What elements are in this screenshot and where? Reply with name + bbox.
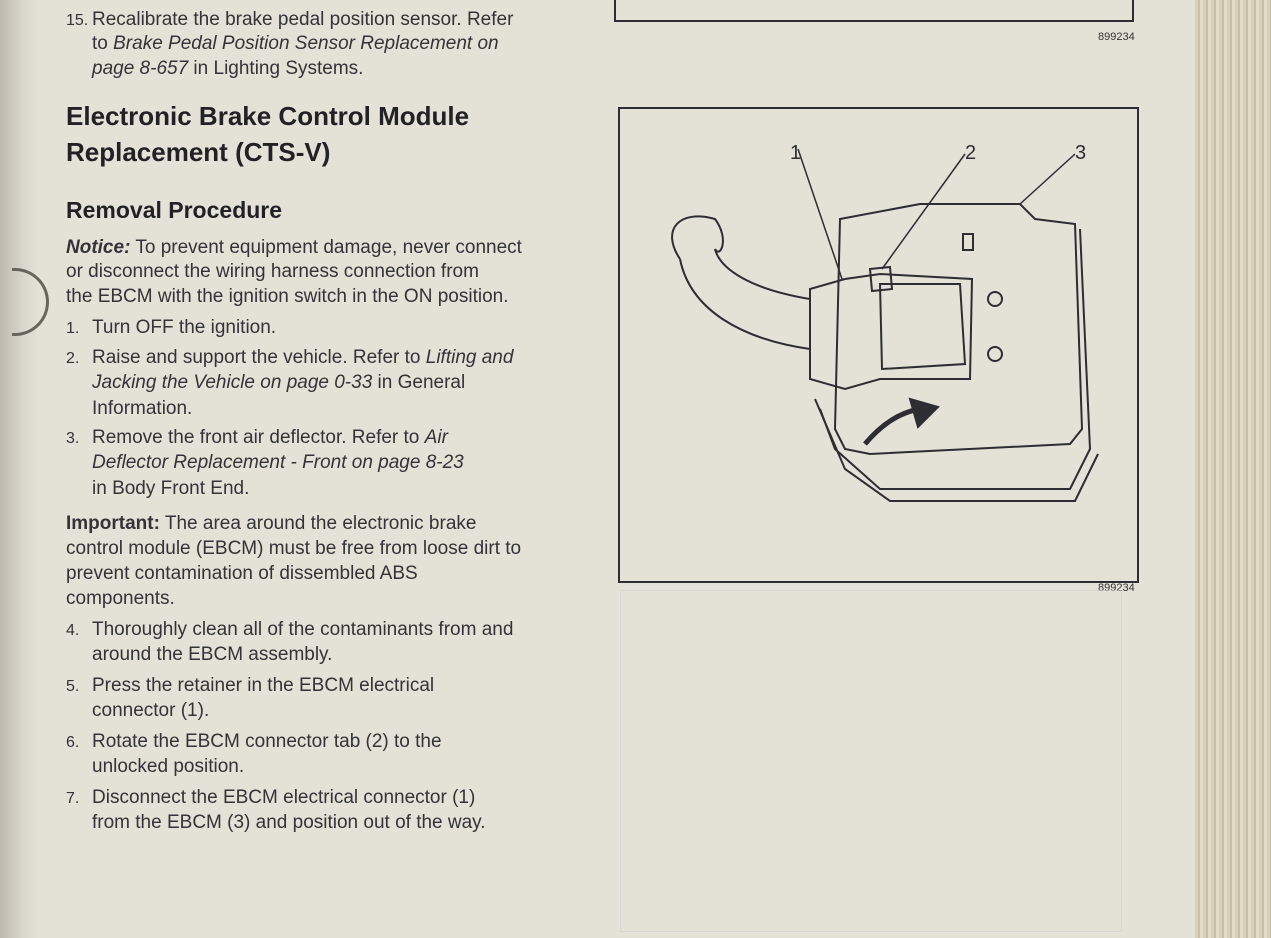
section-title: Electronic Brake Control Module [66,101,470,131]
rotate-arrow [863,406,921,446]
step-1: 1.Turn OFF the ignition. [66,317,277,338]
bleed-through-figure [620,590,1122,932]
callout-3: 3 [1075,142,1086,164]
page-gutter [0,0,38,938]
step-2: 2.Raise and support the vehicle. Refer t… [66,347,514,368]
step-5: 5.Press the retainer in the EBCM electri… [66,675,435,696]
step-4: 4.Thoroughly clean all of the contaminan… [66,619,514,640]
figure-ebcm: 1 2 3 [618,107,1139,583]
step-15: 15.Recalibrate the brake pedal position … [66,9,514,30]
figure-id: 899234 [1098,582,1135,594]
callout-1: 1 [790,142,801,164]
electrical-connector [809,272,974,391]
step-7: 7.Disconnect the EBCM electrical connect… [66,787,476,808]
figure-previous [614,0,1134,22]
important: Important: The area around the electroni… [66,513,477,534]
wiring-harness [679,248,811,350]
ebcm-illustration: 1 2 3 [671,142,1099,502]
section-title-line2: Replacement (CTS-V) [66,137,331,167]
page-stack-edge [1195,0,1271,938]
binder-ring [12,268,49,336]
subheading: Removal Procedure [66,197,283,223]
notice: Notice: To prevent equipment damage, nev… [66,237,522,258]
step-3: 3.Remove the front air deflector. Refer … [66,427,448,448]
step-6: 6.Rotate the EBCM connector tab (2) to t… [66,731,442,752]
figure-id: 899234 [1098,31,1135,43]
ebcm-body [833,203,1084,456]
callout-2: 2 [965,142,976,164]
